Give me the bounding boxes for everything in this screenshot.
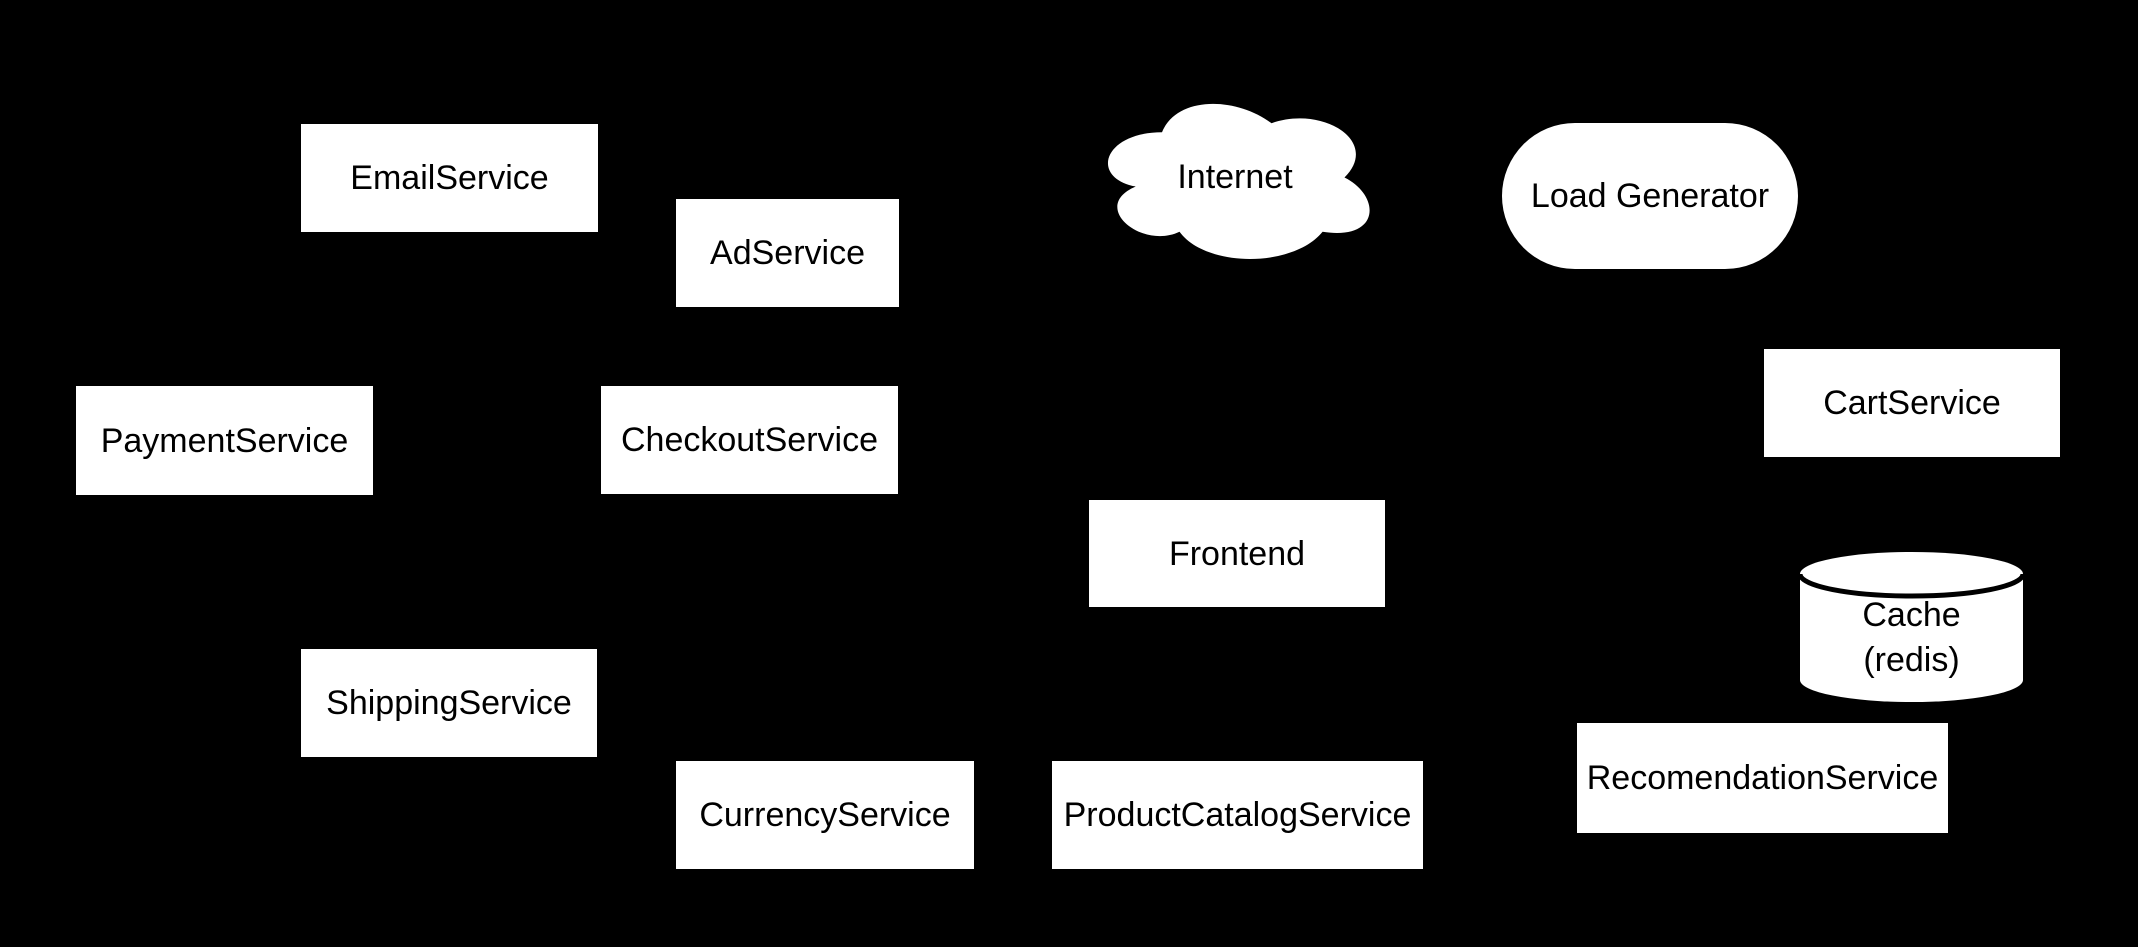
node-internet[interactable]: Internet bbox=[1089, 87, 1381, 268]
node-label: RecomendationService bbox=[1586, 759, 1939, 797]
node-label: CheckoutService bbox=[620, 421, 878, 459]
node-label: EmailService bbox=[350, 159, 549, 197]
node-product-catalog-service[interactable]: ProductCatalogService bbox=[1052, 761, 1423, 869]
node-recomendation-service[interactable]: RecomendationService bbox=[1577, 723, 1948, 833]
node-label: ShippingService bbox=[326, 684, 572, 722]
node-label: ProductCatalogService bbox=[1063, 796, 1412, 834]
cloud-icon bbox=[1107, 103, 1370, 259]
node-payment-service[interactable]: PaymentService bbox=[76, 386, 373, 495]
cache-label: Cache (redis) bbox=[1862, 596, 1961, 679]
node-label: Load Generator bbox=[1530, 177, 1770, 215]
node-label: PaymentService bbox=[100, 421, 349, 460]
node-currency-service[interactable]: CurrencyService bbox=[676, 761, 974, 869]
node-label: Frontend bbox=[1168, 534, 1306, 573]
node-cart-service[interactable]: CartService bbox=[1764, 349, 2060, 457]
node-label: CurrencyService bbox=[699, 796, 951, 834]
node-label: AdService bbox=[710, 234, 865, 272]
node-cache[interactable]: Cache (redis) bbox=[1800, 552, 2023, 702]
internet-label: Internet bbox=[1177, 158, 1293, 196]
node-email-service[interactable]: EmailService bbox=[301, 124, 598, 232]
node-frontend[interactable]: Frontend bbox=[1089, 500, 1385, 607]
node-load-generator[interactable]: Load Generator bbox=[1502, 123, 1798, 269]
node-shipping-service[interactable]: ShippingService bbox=[301, 649, 597, 757]
node-ad-service[interactable]: AdService bbox=[676, 199, 899, 307]
node-label: CartService bbox=[1823, 384, 2001, 422]
database-cylinder-icon bbox=[1800, 552, 2023, 702]
node-checkout-service[interactable]: CheckoutService bbox=[601, 386, 898, 494]
